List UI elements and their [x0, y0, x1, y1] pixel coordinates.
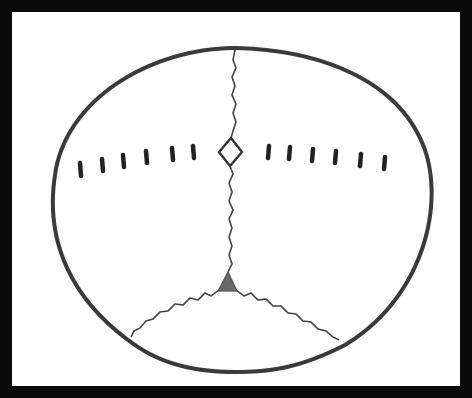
coronal-mark [312, 149, 313, 161]
coronal-mark [384, 157, 385, 169]
coronal-mark [335, 151, 336, 163]
coronal-mark [80, 163, 81, 176]
coronal-mark [123, 155, 124, 167]
skull-outline [53, 48, 432, 372]
coronal-mark [289, 147, 290, 159]
coronal-mark [172, 148, 173, 160]
coronal-mark [360, 154, 361, 166]
coronal-mark [268, 146, 269, 158]
coronal-mark [193, 146, 194, 158]
coronal-mark [102, 159, 103, 171]
coronal-mark [146, 151, 147, 163]
